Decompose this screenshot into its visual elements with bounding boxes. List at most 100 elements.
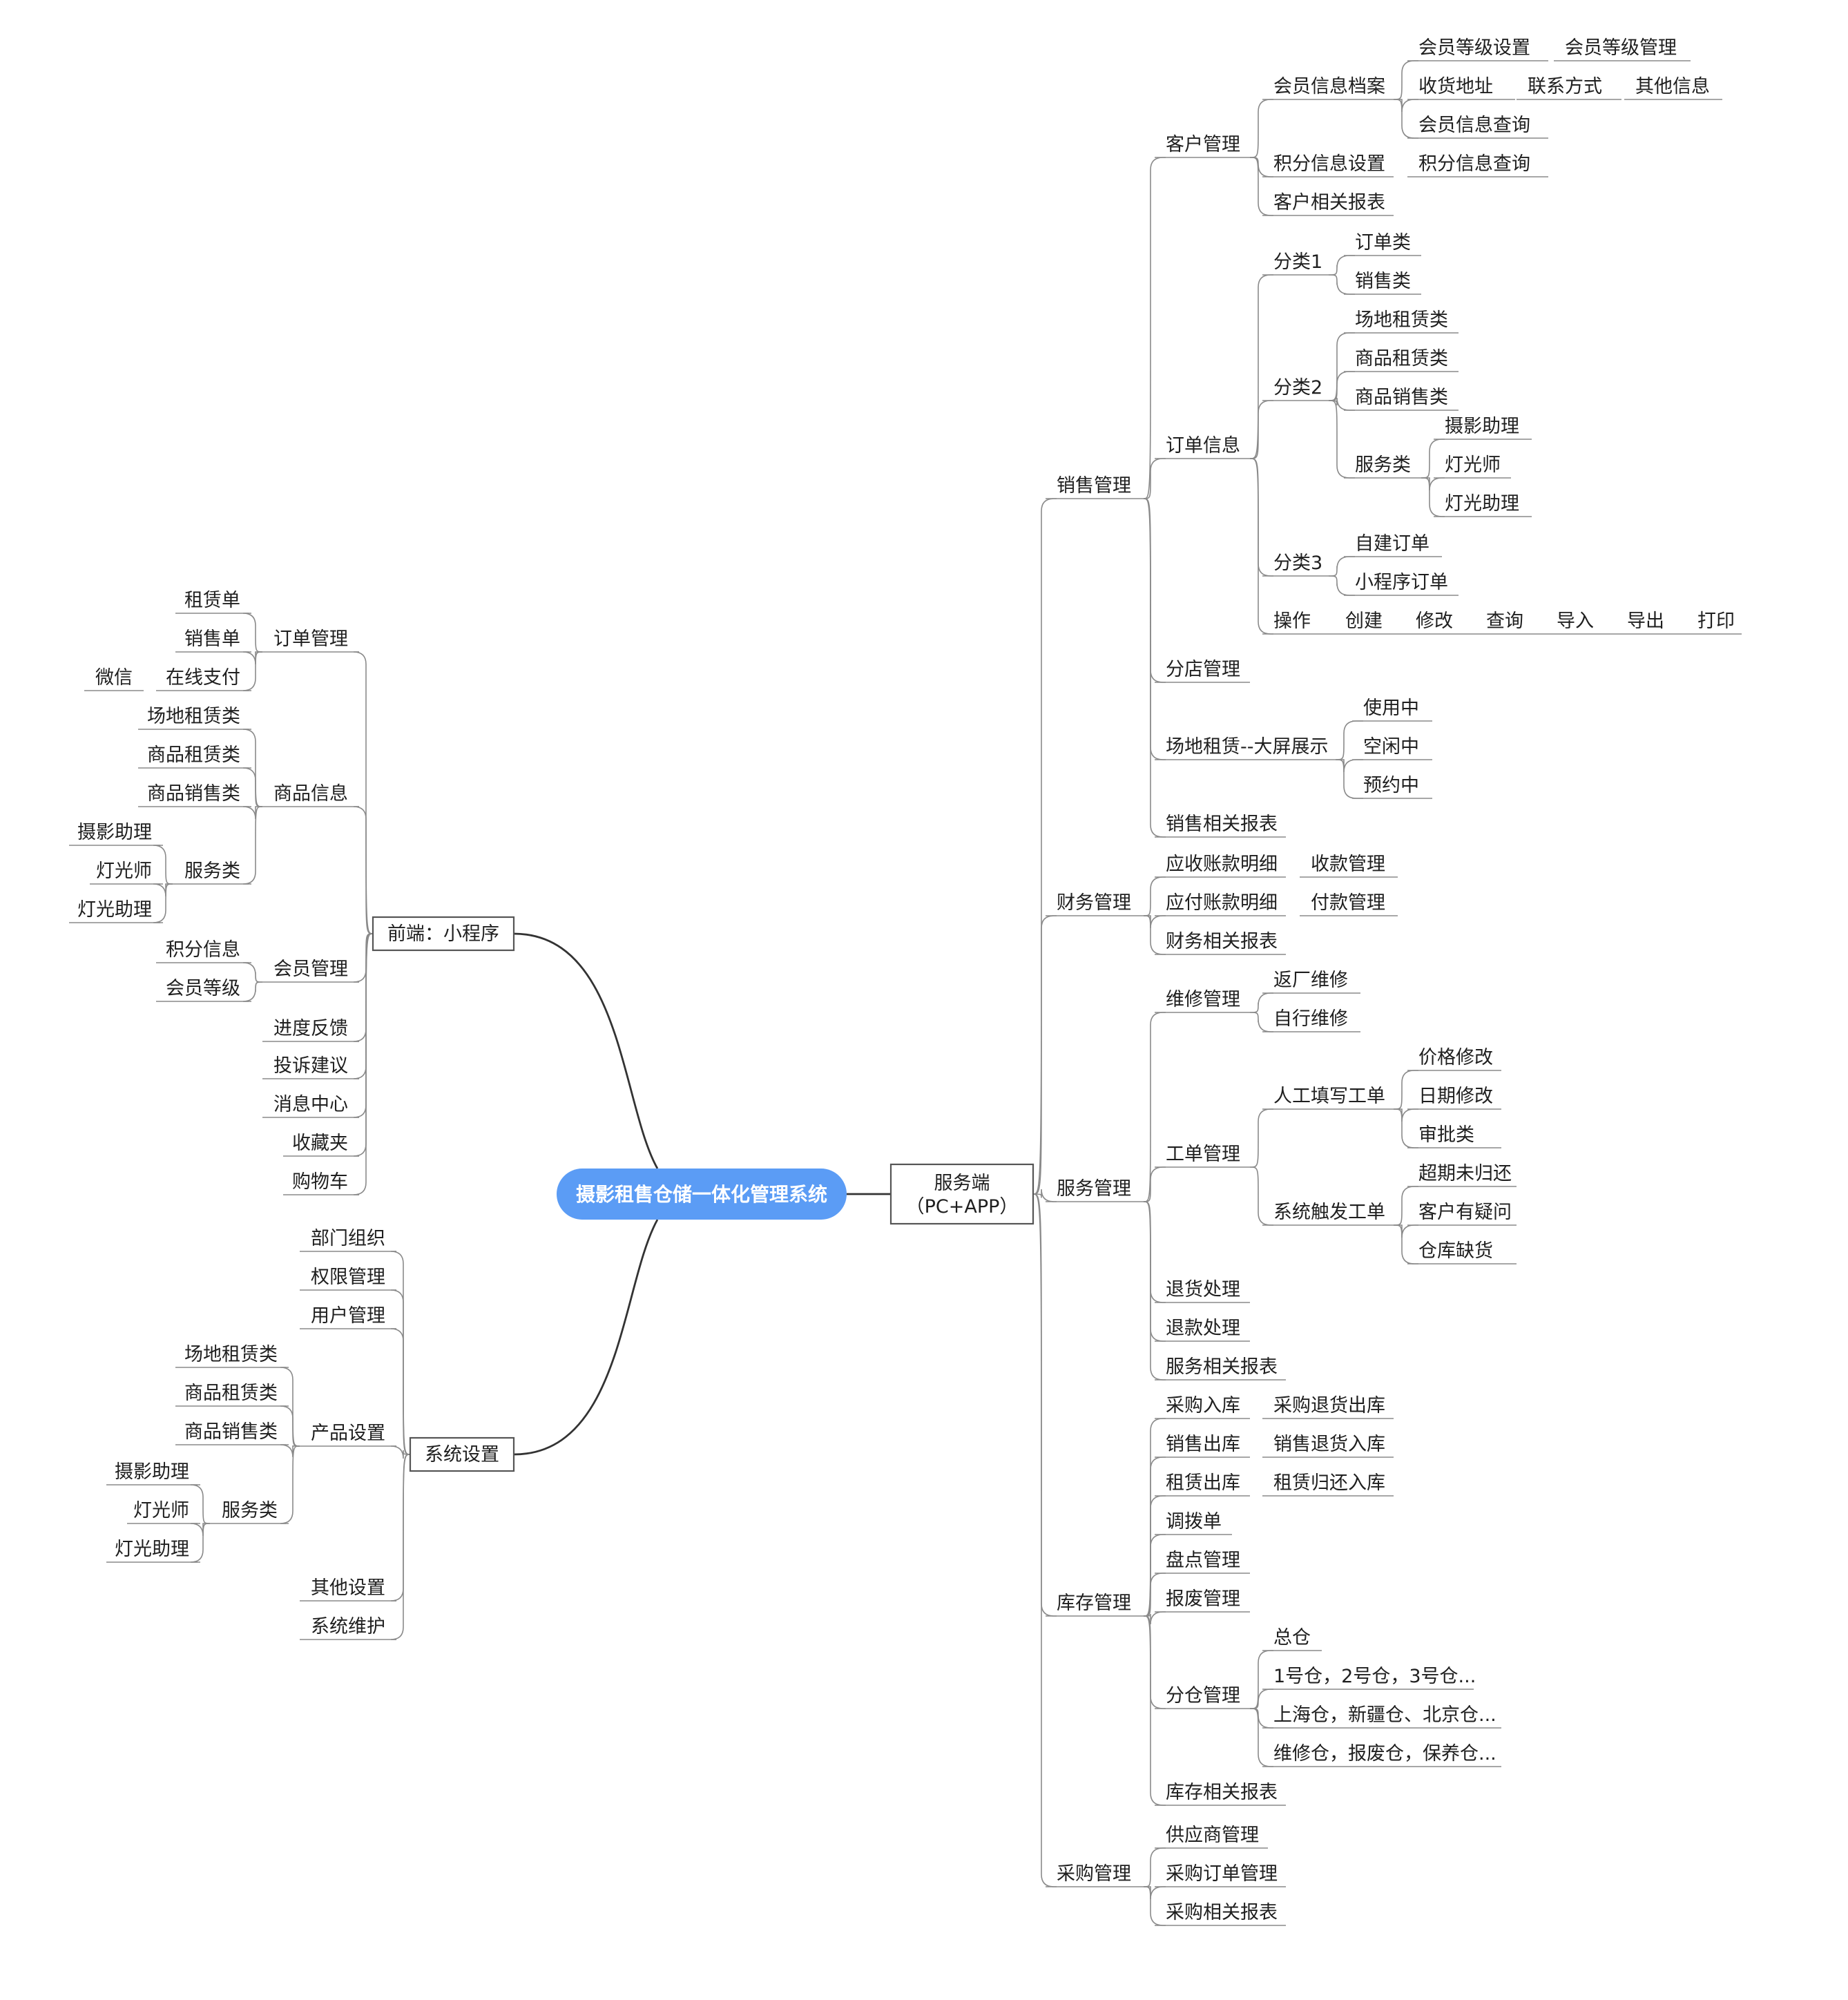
topic-server-items-inventory-warehouse-items-0[interactable]: 总仓 [1273, 1627, 1311, 1648]
topic-server-items-sales-order-ops-items-2[interactable]: 查询 [1486, 610, 1523, 632]
topic-server-items-service-workorder-manual-items-1[interactable]: 日期修改 [1418, 1086, 1493, 1107]
topic-server-items-inventory-warehouse-items-3[interactable]: 维修仓，报废仓，保养仓... [1273, 1743, 1496, 1765]
topic-server-items-service-workorder-system-items-2[interactable]: 仓库缺货 [1418, 1240, 1493, 1262]
topic-server-items-finance-payment[interactable]: 付款管理 [1311, 892, 1385, 914]
topic-server-items-sales-order-label[interactable]: 订单信息 [1166, 435, 1240, 456]
topic-server-items-service-repair-items-1[interactable]: 自行维修 [1273, 1008, 1348, 1030]
topic-frontend-order-mgmt-wechat[interactable]: 微信 [95, 667, 133, 689]
topic-server-items-inventory-warehouse-items-2[interactable]: 上海仓，新疆仓、北京仓... [1273, 1704, 1496, 1726]
topic-server-items-sales-order-ops-label[interactable]: 操作 [1273, 610, 1311, 632]
topic-server-items-service-refund[interactable]: 退款处理 [1166, 1318, 1240, 1339]
topic-frontend-member-items-0[interactable]: 积分信息 [166, 939, 240, 961]
frontend-box[interactable] [372, 916, 515, 952]
topic-server-items-sales-customer-member-archive-contact[interactable]: 联系方式 [1528, 76, 1602, 97]
server-box[interactable] [889, 1163, 1034, 1225]
topic-server-items-sales-order-cat1-label[interactable]: 分类1 [1273, 251, 1322, 273]
topic-server-items-service-workorder-system-items-1[interactable]: 客户有疑问 [1418, 1202, 1512, 1223]
topic-server-items-sales-customer-member-archive-address[interactable]: 收货地址 [1418, 76, 1493, 97]
topic-server-items-inventory-rent-out[interactable]: 租赁出库 [1166, 1472, 1240, 1494]
topic-server-items-sales-order-ops-items-4[interactable]: 导出 [1627, 610, 1664, 632]
topic-server-items-service-workorder-system-label[interactable]: 系统触发工单 [1273, 1202, 1385, 1223]
topic-server-items-service-report[interactable]: 服务相关报表 [1166, 1356, 1278, 1378]
topic-server-items-sales-branch[interactable]: 分店管理 [1166, 659, 1240, 680]
topic-server-items-sales-venue-items-0[interactable]: 使用中 [1363, 698, 1419, 719]
topic-server-items-service-workorder-system-items-0[interactable]: 超期未归还 [1418, 1163, 1512, 1184]
topic-server-items-sales-order-cat1-items-0[interactable]: 订单类 [1355, 232, 1411, 253]
topic-server-items-service-repair-items-0[interactable]: 返厂维修 [1273, 970, 1348, 991]
frontend-title[interactable]: 前端：小程序 [387, 923, 499, 945]
server-subtitle[interactable]: （PC+APP） [906, 1196, 1019, 1218]
topic-settings-perm[interactable]: 权限管理 [311, 1267, 385, 1288]
topic-settings-product-items-1[interactable]: 商品租赁类 [184, 1383, 278, 1404]
topic-server-items-service-repair-label[interactable]: 维修管理 [1166, 989, 1240, 1010]
topic-settings-product-items-0[interactable]: 场地租赁类 [184, 1344, 278, 1365]
topic-settings-product-service-items-0[interactable]: 摄影助理 [115, 1461, 189, 1483]
topic-frontend-goods-label[interactable]: 商品信息 [273, 783, 348, 805]
topic-settings-user[interactable]: 用户管理 [311, 1305, 385, 1327]
topic-server-items-inventory-purchase-in[interactable]: 采购入库 [1166, 1395, 1240, 1416]
topic-server-items-sales-customer-member-archive-level-setting[interactable]: 会员等级设置 [1418, 37, 1530, 59]
topic-server-items-sales-venue-items-2[interactable]: 预约中 [1363, 775, 1419, 796]
settings-box[interactable] [409, 1436, 515, 1472]
topic-server-items-inventory-sales-return-in[interactable]: 销售退货入库 [1273, 1434, 1385, 1455]
topic-server-items-finance-label[interactable]: 财务管理 [1057, 892, 1131, 914]
topic-server-items-sales-order-cat2-items-1[interactable]: 商品租赁类 [1355, 348, 1448, 369]
topic-server-items-inventory-rent-return-in[interactable]: 租赁归还入库 [1273, 1472, 1385, 1494]
topic-server-items-inventory-scrap[interactable]: 报废管理 [1166, 1588, 1240, 1610]
topic-server-items-sales-venue-items-1[interactable]: 空闲中 [1363, 736, 1419, 758]
topic-server-items-sales-order-cat2-label[interactable]: 分类2 [1273, 377, 1322, 398]
topic-frontend-goods-service-items-2[interactable]: 灯光助理 [77, 899, 152, 921]
topic-server-items-sales-order-cat2-service-items-0[interactable]: 摄影助理 [1445, 416, 1519, 437]
topic-server-items-service-return-goods[interactable]: 退货处理 [1166, 1279, 1240, 1300]
topic-server-items-inventory-sales-out[interactable]: 销售出库 [1166, 1434, 1240, 1455]
topic-settings-product-items-2[interactable]: 商品销售类 [184, 1421, 278, 1443]
topic-frontend-others-3[interactable]: 收藏夹 [292, 1133, 348, 1154]
topic-server-items-inventory-purchase-return-out[interactable]: 采购退货出库 [1273, 1395, 1385, 1416]
topic-server-items-service-workorder-manual-items-2[interactable]: 审批类 [1418, 1124, 1474, 1146]
topic-server-items-inventory-label[interactable]: 库存管理 [1057, 1593, 1131, 1614]
topic-server-items-sales-order-ops-items-0[interactable]: 创建 [1345, 610, 1383, 632]
topic-server-items-finance-collection[interactable]: 收款管理 [1311, 854, 1385, 875]
server-title[interactable]: 服务端 [934, 1173, 990, 1194]
topic-server-items-inventory-transfer[interactable]: 调拨单 [1166, 1511, 1222, 1532]
topic-frontend-goods-service-label[interactable]: 服务类 [184, 860, 240, 882]
topic-server-items-sales-customer-member-archive-level-manage[interactable]: 会员等级管理 [1565, 37, 1677, 59]
topic-settings-other[interactable]: 其他设置 [311, 1577, 385, 1599]
topic-frontend-goods-service-items-0[interactable]: 摄影助理 [77, 822, 152, 843]
topic-settings-product-service-items-1[interactable]: 灯光师 [133, 1500, 189, 1521]
topic-settings-product-service-label[interactable]: 服务类 [222, 1500, 278, 1521]
topic-server-items-procurement-label[interactable]: 采购管理 [1057, 1863, 1131, 1885]
topic-frontend-others-4[interactable]: 购物车 [292, 1171, 348, 1193]
topic-server-items-inventory-report[interactable]: 库存相关报表 [1166, 1782, 1278, 1803]
topic-frontend-others-1[interactable]: 投诉建议 [273, 1055, 348, 1077]
topic-server-items-inventory-stocktake[interactable]: 盘点管理 [1166, 1550, 1240, 1571]
topic-settings-dept[interactable]: 部门组织 [311, 1228, 385, 1249]
topic-frontend-order-mgmt-label[interactable]: 订单管理 [273, 628, 348, 650]
topic-server-items-sales-order-cat3-items-0[interactable]: 自建订单 [1355, 533, 1430, 555]
root-topic[interactable]: 摄影租售仓储一体化管理系统 [576, 1183, 827, 1206]
topic-frontend-order-mgmt-items-1[interactable]: 销售单 [184, 628, 240, 650]
topic-server-items-sales-order-cat2-service-items-1[interactable]: 灯光师 [1445, 454, 1501, 476]
topic-server-items-sales-order-cat1-items-1[interactable]: 销售类 [1355, 271, 1411, 292]
topic-frontend-order-mgmt-online-pay[interactable]: 在线支付 [166, 667, 240, 689]
topic-server-items-sales-order-ops-items-3[interactable]: 导入 [1557, 610, 1594, 632]
topic-server-items-sales-customer-label[interactable]: 客户管理 [1166, 134, 1240, 155]
topic-frontend-order-mgmt-items-0[interactable]: 租赁单 [184, 590, 240, 611]
topic-settings-product-label[interactable]: 产品设置 [311, 1423, 385, 1444]
topic-frontend-others-0[interactable]: 进度反馈 [273, 1018, 348, 1039]
topic-server-items-finance-payable[interactable]: 应付账款明细 [1166, 892, 1278, 914]
topic-frontend-goods-service-items-1[interactable]: 灯光师 [96, 860, 152, 882]
topic-server-items-sales-customer-points-setting[interactable]: 积分信息设置 [1273, 153, 1385, 175]
topic-server-items-finance-report[interactable]: 财务相关报表 [1166, 931, 1278, 952]
topic-server-items-sales-customer-points-query[interactable]: 积分信息查询 [1418, 153, 1530, 175]
topic-server-items-sales-customer-member-archive-label[interactable]: 会员信息档案 [1273, 76, 1385, 97]
topic-settings-product-service-items-2[interactable]: 灯光助理 [115, 1539, 189, 1560]
settings-title[interactable]: 系统设置 [425, 1444, 499, 1465]
topic-server-items-sales-customer-member-archive-other-info[interactable]: 其他信息 [1635, 76, 1710, 97]
topic-frontend-goods-items-2[interactable]: 商品销售类 [147, 783, 240, 805]
topic-server-items-service-workorder-label[interactable]: 工单管理 [1166, 1144, 1240, 1165]
topic-frontend-member-label[interactable]: 会员管理 [273, 959, 348, 980]
topic-settings-maint[interactable]: 系统维护 [311, 1616, 385, 1637]
topic-server-items-sales-customer-report[interactable]: 客户相关报表 [1273, 192, 1385, 213]
topic-server-items-service-workorder-manual-items-0[interactable]: 价格修改 [1418, 1047, 1493, 1068]
